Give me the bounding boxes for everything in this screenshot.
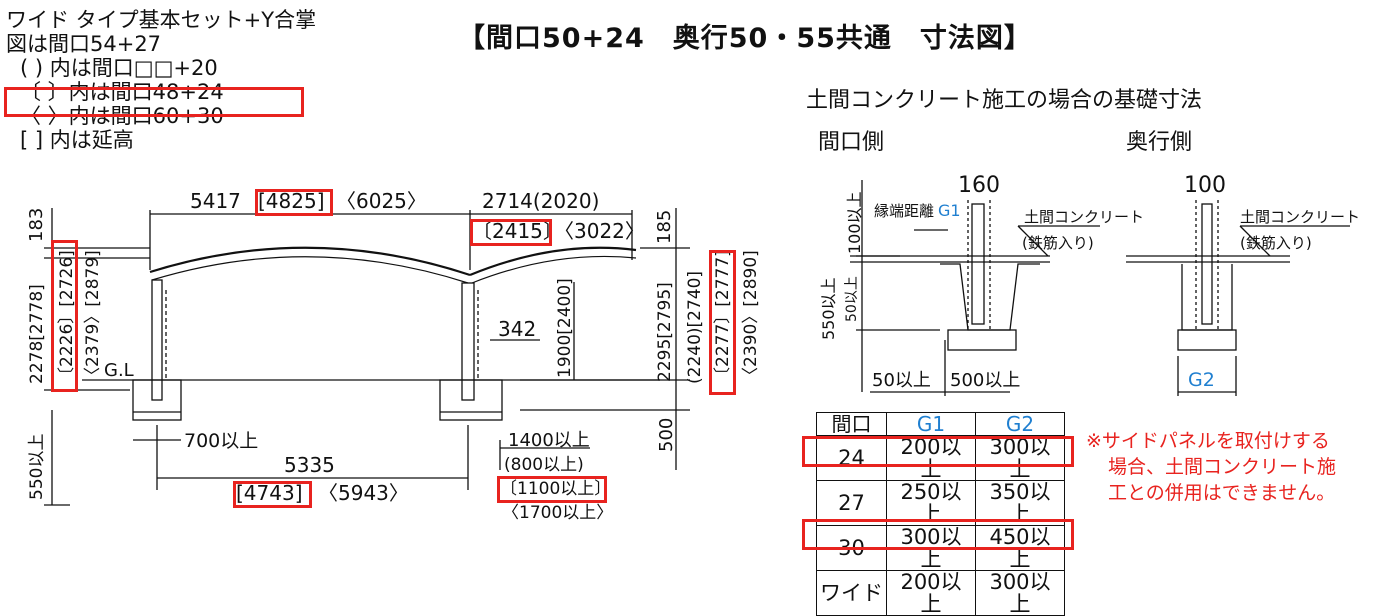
legend-line-4: 〔 〕内は間口48+24	[20, 80, 224, 104]
foundation-heading: 土間コンクリート施工の場合の基礎寸法	[806, 88, 1203, 113]
dim-500: 500	[656, 418, 677, 452]
highlight-row-24	[802, 436, 1074, 467]
dim-5943: 〈5943〉	[318, 481, 409, 505]
table-cell: 200以上	[886, 570, 976, 616]
foundation-detail: 160 100 縁端距離 G1 土間コンクリート (鉄筋入り) 土間コンクリート…	[819, 173, 1360, 396]
legend-line-2: 図は間口54+27	[6, 32, 162, 56]
table-cell: 24	[816, 435, 887, 481]
front-v100: 100以上	[845, 191, 864, 254]
note-line-3: 工との併用はできません。	[1108, 482, 1336, 504]
front-concrete: 土間コンクリート	[1024, 208, 1144, 226]
front-h50: 50以上	[872, 370, 931, 391]
highlight-left-2226	[51, 240, 78, 392]
legend-highlight-box	[4, 87, 304, 117]
dim-3022: 〈3022〉	[554, 219, 645, 243]
depth-rebar: (鉄筋入り)	[1240, 234, 1312, 252]
dim-4743: [4743]	[236, 481, 303, 505]
table-row: 27 250以上 350以上	[816, 480, 1065, 526]
depth-side-label: 奥行側	[1126, 130, 1193, 155]
dim-2415: 〔2415〕	[472, 219, 563, 243]
table-cell: 300以上	[975, 570, 1065, 616]
dim-6025: 〈6025〉	[336, 189, 427, 213]
front-160: 160	[958, 173, 1000, 198]
table-row: ワイド 200以上 300以上	[816, 570, 1065, 616]
table-cell: 300以上	[975, 435, 1065, 481]
depth-100: 100	[1184, 173, 1226, 198]
dim-1900: 1900[2400]	[555, 278, 575, 378]
dim-2379: 〈2379〉[2879]	[83, 250, 103, 384]
note-line-1: ※サイドパネルを取付けする	[1086, 430, 1330, 452]
dim-700: 700以上	[184, 430, 258, 452]
table-header-cell: G1	[886, 412, 976, 436]
legend: ワイド タイプ基本セット+Y合掌 図は間口54+27 ( ) 内は間口□□+20…	[6, 8, 316, 152]
dim-550: 550以上	[27, 434, 47, 500]
carport-side-view: 5417 [4825] 〈6025〉 2714(2020) 〔2415〕 〈30…	[26, 189, 761, 523]
dim-4825: [4825]	[258, 189, 325, 213]
legend-line-1: ワイド タイプ基本セット+Y合掌	[6, 8, 317, 32]
dim-2277: 〔2277〕[2777]	[713, 250, 733, 384]
table-row: 24 200以上 300以上	[816, 435, 1065, 481]
table-header-row: 間口 G1 G2	[816, 412, 1065, 436]
dim-2278: 2278[2778]	[27, 284, 47, 384]
page-title: 【間口50+24 奥行50・55共通 寸法図】	[458, 23, 1032, 54]
dim-gl: G.L	[104, 360, 134, 381]
dim-2295: 2295[2795]	[655, 282, 675, 382]
front-side-label: 間口側	[818, 130, 885, 155]
front-v50: 50以上	[844, 276, 860, 322]
dim-183: 183	[26, 208, 47, 242]
highlight-4825	[255, 189, 333, 216]
table-cell: 250以上	[886, 480, 976, 526]
table-cell: ワイド	[816, 570, 887, 616]
dim-2226: 〔2226〕[2726]	[57, 250, 77, 384]
dim-2240: (2240)[2740]	[685, 271, 705, 384]
dim-2390: 〈2390〉[2890]	[741, 250, 761, 384]
dim-800: (800以上)	[504, 455, 584, 475]
highlight-row-wide	[802, 519, 1074, 550]
highlight-1100	[497, 476, 607, 503]
table-header-cell: 間口	[816, 412, 887, 436]
legend-line-6: [ ] 内は延高	[20, 128, 134, 152]
front-g1: G1	[938, 201, 961, 220]
table-cell: 27	[816, 480, 887, 526]
dim-1400: 1400以上	[508, 430, 590, 451]
depth-concrete: 土間コンクリート	[1240, 208, 1360, 226]
edge-distance-label: 縁端距離	[874, 202, 934, 220]
dim-342: 342	[498, 317, 536, 341]
dim-1100: 〔1100以上〕	[500, 479, 611, 499]
dim-5417: 5417	[190, 189, 241, 213]
table-cell: 200以上	[886, 435, 976, 481]
highlight-4743	[233, 481, 312, 508]
table-cell: 350以上	[975, 480, 1065, 526]
dim-5335: 5335	[284, 453, 335, 477]
side-panel-note: ※サイドパネルを取付けする 場合、土間コンクリート施 工との併用はできません。	[1086, 428, 1336, 506]
table-header-cell: G2	[975, 412, 1065, 436]
depth-g2: G2	[1188, 369, 1215, 391]
front-rebar: (鉄筋入り)	[1022, 234, 1094, 252]
front-h500: 500以上	[950, 370, 1020, 391]
front-v550: 550以上	[819, 277, 838, 340]
dim-185: 185	[654, 210, 675, 244]
legend-line-3: ( ) 内は間口□□+20	[20, 56, 218, 80]
note-line-2: 場合、土間コンクリート施	[1108, 456, 1337, 478]
highlight-right-2277	[709, 250, 736, 395]
dim-1700: 〈1700以上〉	[502, 503, 613, 523]
highlight-2415	[470, 219, 552, 246]
dim-2714: 2714(2020)	[482, 189, 599, 213]
